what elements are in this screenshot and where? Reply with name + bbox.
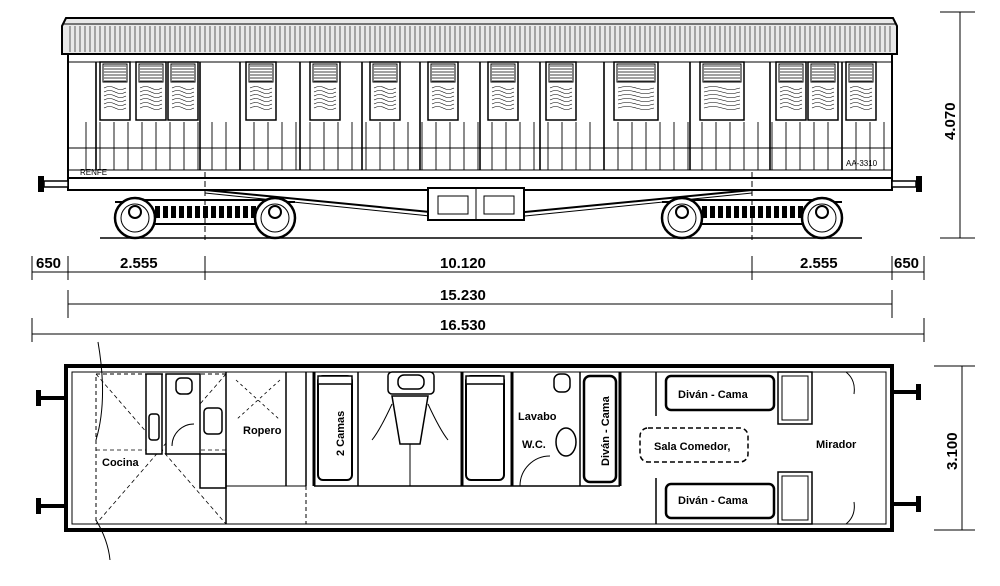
- buffer-right: [891, 176, 922, 192]
- room-observation-label: Mirador: [816, 439, 857, 451]
- side-windows: [99, 61, 877, 121]
- dim-body-length: 15.230: [440, 287, 486, 304]
- side-window: [775, 61, 807, 121]
- dim-overhang-right: 650: [894, 255, 919, 272]
- side-window: [613, 61, 659, 121]
- room-kitchen-label: Cocina: [102, 457, 140, 469]
- room-wardrobe-label: Ropero: [243, 425, 282, 437]
- dim-overhang-left: 650: [36, 255, 61, 272]
- dim-width: 3.100: [944, 432, 961, 470]
- bogie-left: [113, 172, 297, 240]
- side-window: [369, 61, 401, 121]
- buffer-left: [38, 176, 69, 192]
- underframe: [67, 177, 893, 221]
- side-window: [545, 61, 577, 121]
- side-window: [845, 61, 877, 121]
- dim-total-length: 16.530: [440, 317, 486, 334]
- room-wc-label: W.C.: [522, 439, 546, 451]
- dim-bogie-left: 2.555: [120, 255, 158, 272]
- dim-bogie-right: 2.555: [800, 255, 838, 272]
- side-elevation: RENFE AA-3310: [38, 17, 922, 240]
- side-window: [807, 61, 839, 121]
- car-marking-right: AA-3310: [846, 159, 878, 168]
- washroom: [510, 372, 620, 487]
- side-window: [309, 61, 341, 121]
- side-window: [167, 61, 199, 121]
- dim-height: 4.070: [942, 102, 959, 140]
- floor-plan: Cocina Ropero: [36, 341, 921, 561]
- kitchen-area: [95, 341, 227, 561]
- dim-bogie-centers: 10.120: [440, 255, 486, 272]
- room-divan-bottom-label: Diván - Cama: [678, 495, 749, 507]
- two-beds-compartment: [312, 371, 512, 487]
- divan-bed-vertical: [582, 372, 622, 486]
- room-dining-label: Sala Comedor,: [654, 441, 730, 453]
- dimension-lines: 4.070 650 2.555 10.120 2.555 650 15.230 …: [31, 11, 975, 531]
- roof: [61, 17, 898, 55]
- side-window: [99, 61, 131, 121]
- room-divan-vertical-label: Diván - Cama: [600, 395, 612, 466]
- plan-buffers: [36, 384, 921, 514]
- car-marking-left: RENFE: [80, 168, 107, 177]
- lounge: [639, 371, 855, 525]
- side-panels: [85, 62, 885, 170]
- side-window: [135, 61, 167, 121]
- room-divan-top-label: Diván - Cama: [678, 389, 749, 401]
- room-two-beds-label: 2 Camas: [335, 411, 347, 456]
- side-window: [427, 61, 459, 121]
- bogie-right: [660, 172, 844, 240]
- side-window: [699, 61, 745, 121]
- side-window: [245, 61, 277, 121]
- wardrobe-area: [225, 372, 307, 524]
- room-washbasin-label: Lavabo: [518, 411, 557, 423]
- side-window: [487, 61, 519, 121]
